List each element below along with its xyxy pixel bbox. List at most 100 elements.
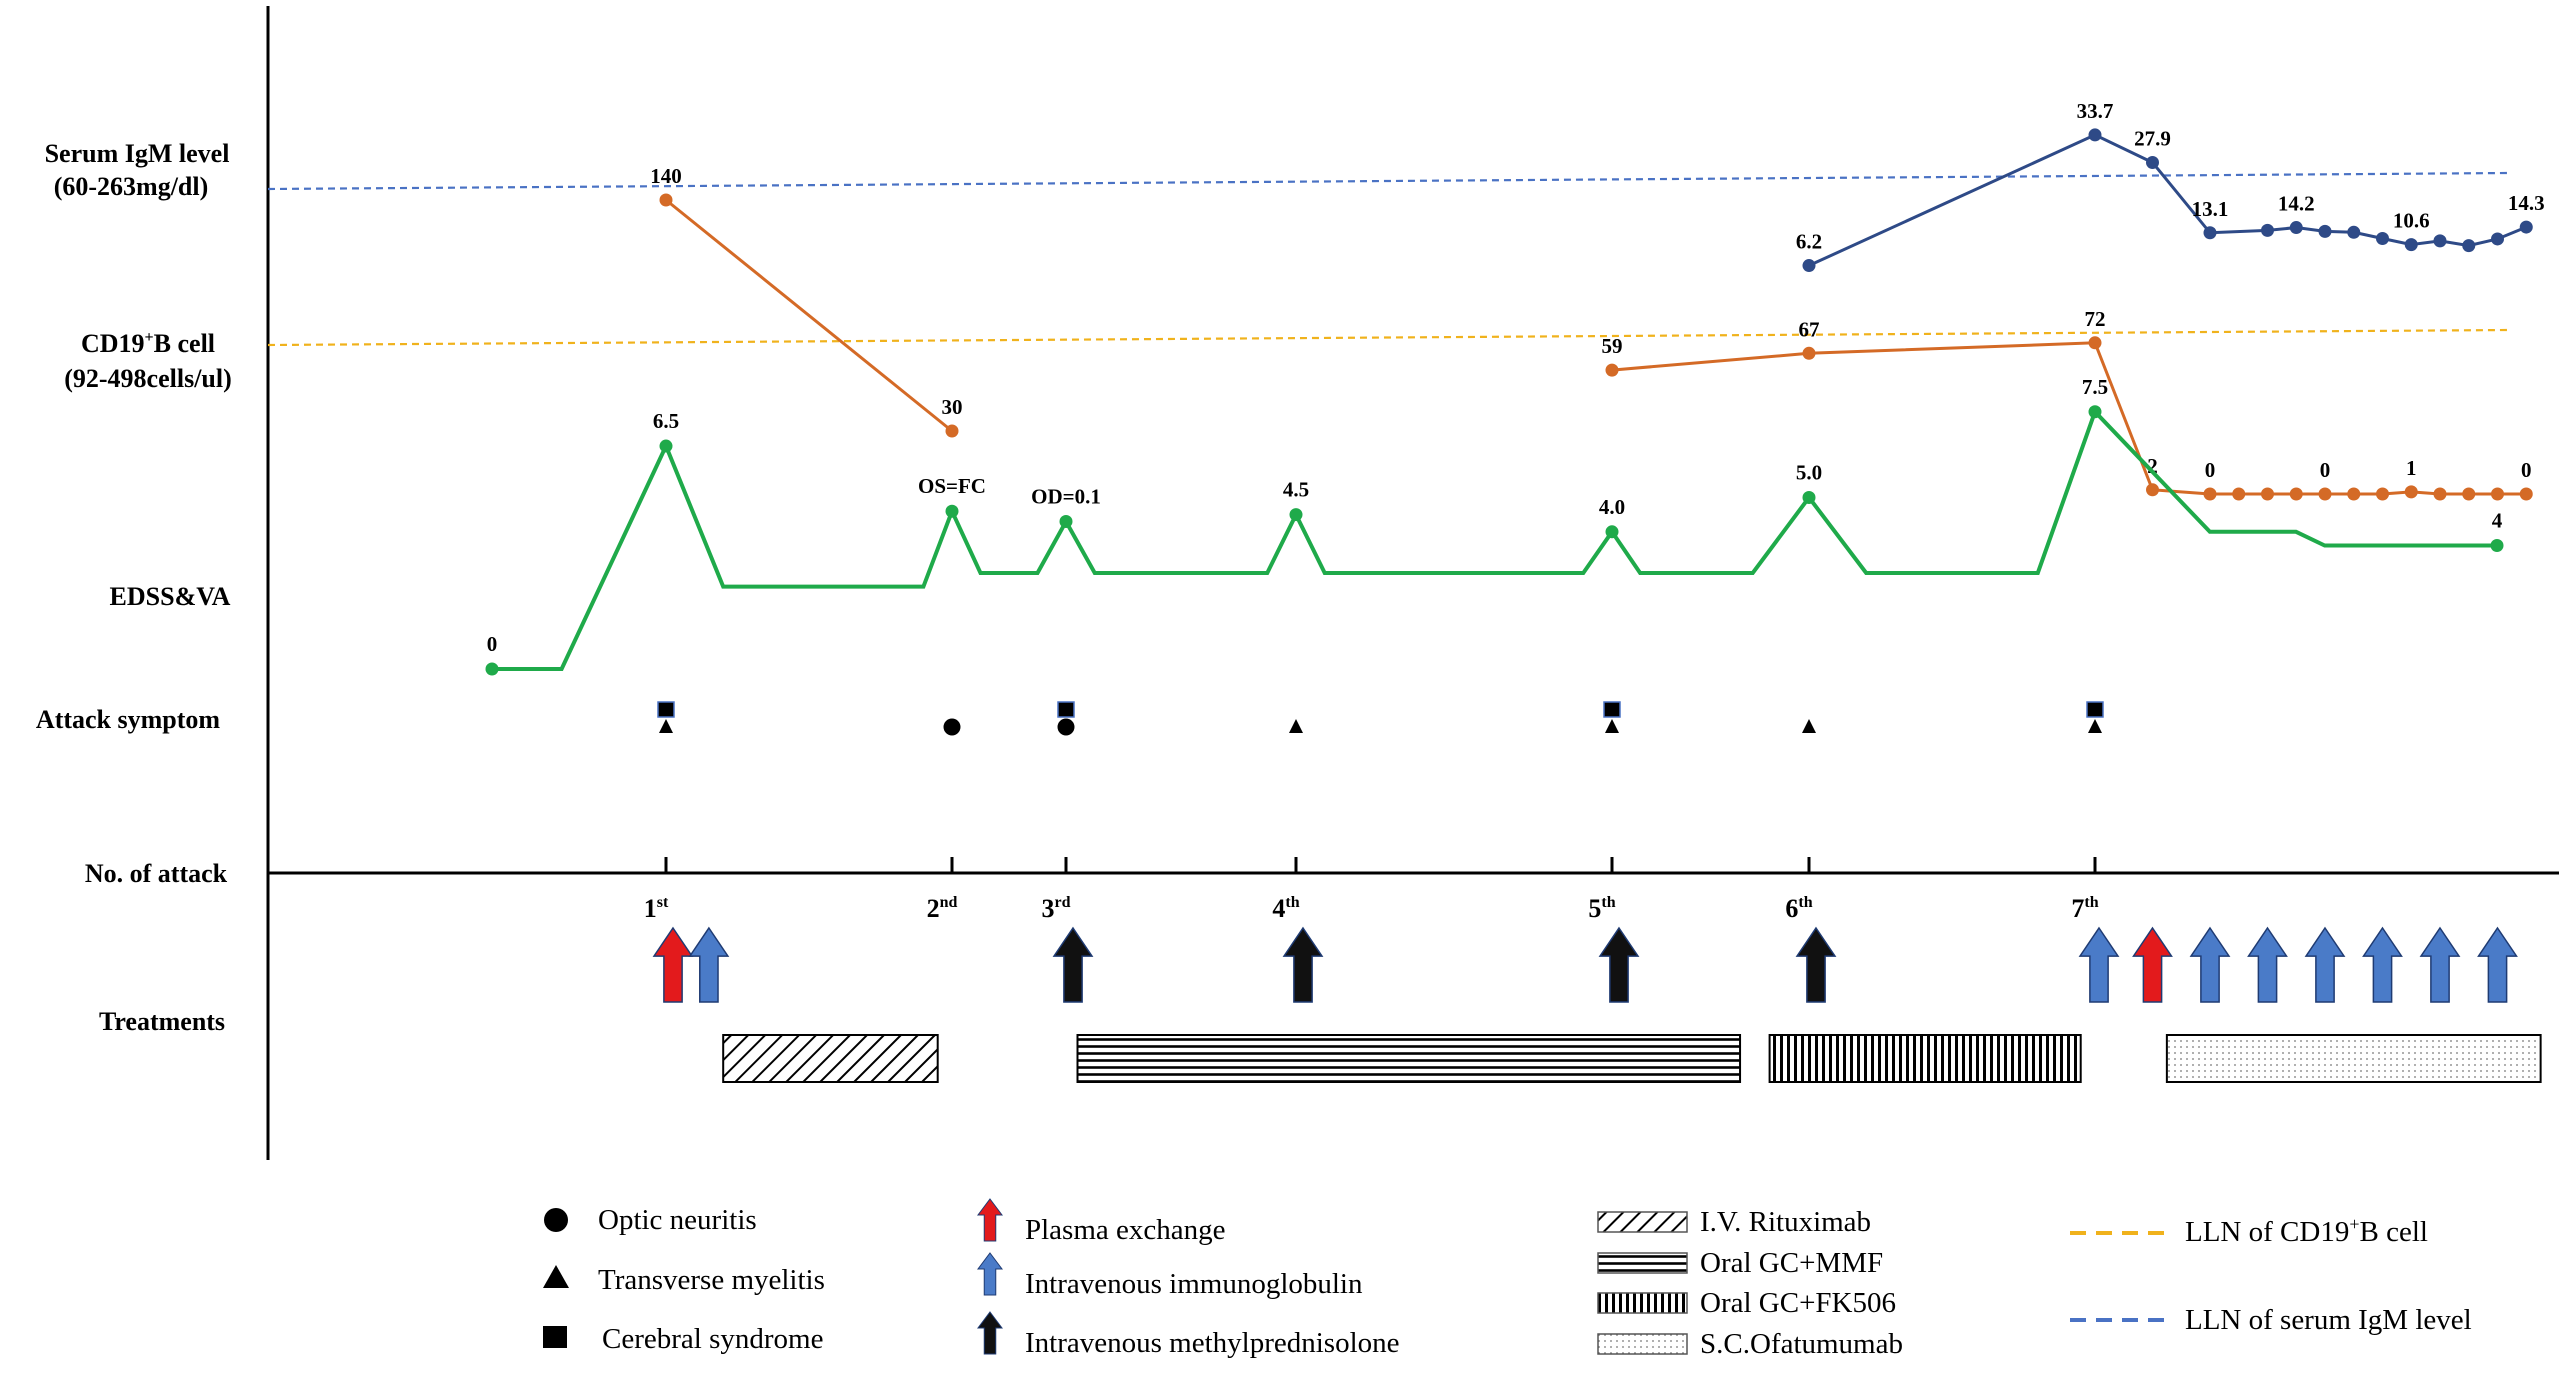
ivmp-arrow-icon (1282, 926, 1324, 1003)
attack-symptom-row-label: Attack symptom (36, 705, 220, 734)
cd19-point (2519, 487, 2533, 501)
row-labels: Serum IgM level (60-263mg/dl) CD19+B cel… (36, 139, 232, 1036)
cd19-value-label: 72 (2085, 307, 2106, 331)
cd19-value-label: 140 (650, 164, 682, 188)
legend-symptoms: Optic neuritis Transverse myelitis Cereb… (543, 1204, 825, 1355)
cd19-point (2289, 487, 2303, 501)
cd19-value-label: 0 (2521, 458, 2532, 482)
edss-point (1059, 515, 1073, 529)
attack-number-label: 1st (644, 894, 669, 923)
igm-point (2088, 128, 2102, 142)
cd19-line (665, 198, 953, 433)
legend-rituximab: I.V. Rituximab (1700, 1206, 1871, 1238)
cd19-point (2318, 487, 2332, 501)
ivig-arrow-icon (2304, 926, 2346, 1003)
edss-value-label: 4 (2492, 509, 2503, 533)
edss-value-label: 4.0 (1599, 495, 1625, 519)
cd19-point (2088, 336, 2102, 350)
cd19-point (2376, 487, 2389, 501)
plasma-arrow-icon (2132, 926, 2173, 1003)
ivmp-arrow-icon (1598, 926, 1640, 1003)
edss-value-label: 5.0 (1796, 461, 1822, 485)
attack-number-label: 5th (1588, 894, 1615, 923)
legend-ivig-arrow-icon (976, 1252, 1004, 1296)
igm-value-label: 13.1 (2192, 197, 2229, 221)
edss-point (945, 504, 959, 518)
cd19-value-label: 2 (2147, 454, 2158, 478)
ivig-arrow-icon (2362, 926, 2403, 1003)
treatment-bar (2165, 1034, 2542, 1083)
legend-gc-mmf: Oral GC+MMF (1700, 1247, 1883, 1279)
legend-triangle-icon (543, 1265, 569, 1288)
attack-number-label: 3rd (1042, 894, 1071, 923)
legend-ofatumumab-swatch (1597, 1333, 1688, 1355)
legend-ofatumumab: S.C.Ofatumumab (1700, 1328, 1903, 1360)
ivmp-arrow-icon (1795, 926, 1837, 1003)
circle-icon (943, 718, 961, 736)
edss-row-label: EDSS&VA (110, 582, 231, 611)
cd19-line (1611, 341, 2527, 496)
cd19-point (2404, 485, 2418, 499)
attack-symptom-markers (657, 701, 2104, 736)
igm-value-label: 14.3 (2508, 191, 2545, 215)
cd19-point (659, 193, 673, 207)
cd19-point (2232, 487, 2246, 501)
igm-value-label: 33.7 (2077, 99, 2114, 123)
plasma-arrow-icon (652, 926, 694, 1003)
legend-gc-fk506-swatch (1597, 1292, 1688, 1314)
ivmp-arrow-icon (1052, 926, 1094, 1003)
igm-point (2261, 223, 2274, 237)
edss-value-label: 0 (487, 632, 498, 656)
legend-transverse-myelitis: Transverse myelitis (598, 1264, 825, 1296)
edss-point (659, 439, 673, 453)
cd19-point (2491, 487, 2504, 501)
attack-number-label: 6th (1785, 894, 1812, 923)
igm-point (2347, 225, 2361, 239)
cd19-point (2261, 487, 2274, 501)
igm-point (2146, 155, 2159, 169)
triangle-icon (1605, 719, 1619, 733)
ivig-arrow-icon (2477, 926, 2518, 1003)
cd19-point (2462, 487, 2476, 501)
legend-ivig: Intravenous immunoglobulin (1025, 1268, 1363, 1300)
igm-row-label: Serum IgM level (45, 139, 230, 168)
legend-plasma-exchange: Plasma exchange (1025, 1214, 1226, 1246)
cd19-value-label: 0 (2205, 458, 2216, 482)
legend-optic-neuritis: Optic neuritis (598, 1204, 757, 1236)
attack-number-label: 2nd (927, 894, 958, 923)
treatment-bar (1076, 1034, 1742, 1083)
legend-ivmp-arrow-icon (976, 1311, 1004, 1355)
treatment-bars (722, 1034, 2542, 1083)
cd19-point (1802, 346, 1816, 360)
square-icon (1603, 701, 1621, 718)
edss-point (485, 662, 499, 676)
cd19-point (2347, 487, 2361, 501)
cd19-value-label: 67 (1799, 317, 1820, 341)
legend-square-icon (543, 1326, 567, 1348)
igm-point (2519, 220, 2533, 234)
circle-icon (1057, 718, 1075, 736)
square-icon (1057, 701, 1075, 718)
igm-point (2376, 231, 2389, 245)
treatment-arrows (652, 926, 2518, 1003)
edss-value-label: OD=0.1 (1031, 485, 1101, 509)
igm-value-label: 6.2 (1796, 230, 1822, 254)
legend-ivmp: Intravenous methylprednisolone (1025, 1327, 1400, 1359)
triangle-icon (2088, 719, 2102, 733)
cd19-point (2433, 487, 2447, 501)
ivig-arrow-icon (2247, 926, 2288, 1003)
triangle-icon (1802, 719, 1816, 733)
cd19-lln-line (267, 328, 2511, 347)
treatments-row-label: Treatments (99, 1007, 225, 1036)
cd19-row-range: (92-498cells/ul) (64, 364, 232, 393)
treatment-bar (722, 1034, 939, 1083)
treatment-bar (1768, 1034, 2082, 1083)
cd19-row-label: CD19+B cell (81, 329, 215, 358)
igm-row-range: (60-263mg/dl) (54, 172, 209, 201)
legend-treatment-arrows: Plasma exchange Intravenous immunoglobul… (976, 1198, 1400, 1359)
edss-value-label: OS=FC (918, 474, 986, 498)
igm-line (1808, 133, 2527, 267)
attack-number-label: 7th (2071, 894, 2098, 923)
